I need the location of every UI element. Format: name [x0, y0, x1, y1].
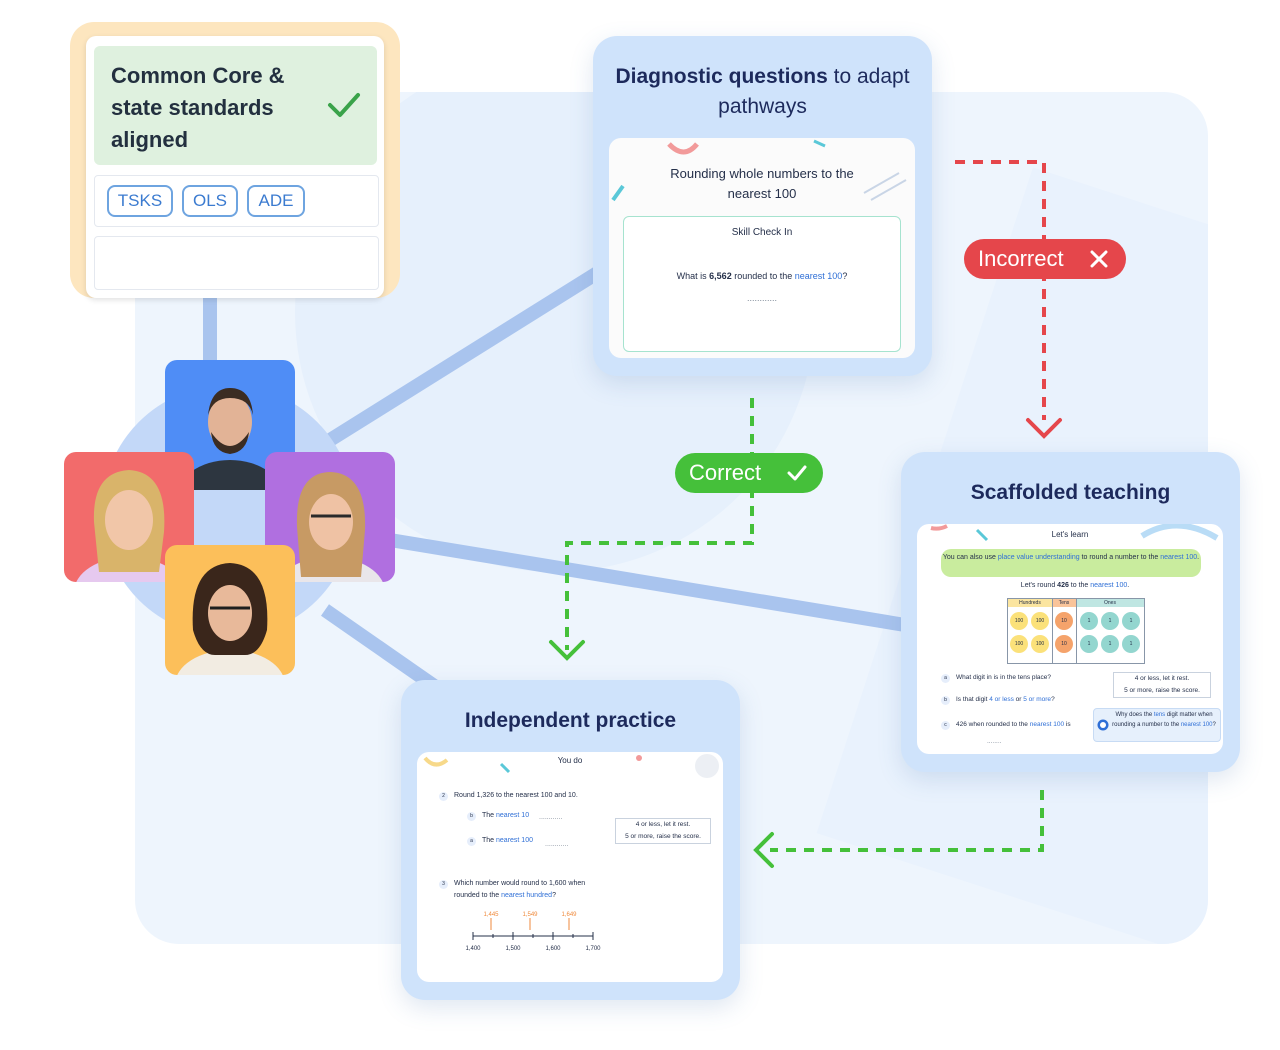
marker-label: 1,649 — [561, 912, 577, 918]
learn-banner: You can also use place value understandi… — [941, 549, 1201, 577]
check-icon — [328, 93, 360, 117]
standards-banner: Common Core & state standards aligned — [94, 46, 377, 165]
tag-ols[interactable]: OLS — [182, 185, 238, 217]
person-icon — [176, 388, 284, 490]
question-2b-blank[interactable]: ............ — [539, 814, 563, 821]
question-2a-blank[interactable]: ............ — [545, 841, 569, 848]
standards-sheet: Common Core & state standards aligned TS… — [86, 36, 384, 298]
standards-tag-row: TSKS OLS ADE — [94, 175, 379, 227]
counter-one: 1 — [1122, 635, 1140, 653]
marker-label: 1,445 — [483, 912, 499, 918]
correct-path — [565, 398, 754, 650]
tick-label: 1,600 — [545, 946, 561, 952]
diagnostic-title-bold: Diagnostic questions — [615, 65, 828, 88]
scaffolded-title: Scaffolded teaching — [970, 481, 1171, 504]
you-do-heading: You do — [557, 756, 583, 765]
check-icon — [787, 465, 807, 481]
connector-line-diagnostic — [326, 259, 614, 446]
incorrect-path — [955, 160, 1046, 420]
tag-ade[interactable]: ADE — [247, 185, 305, 217]
diagnostic-title-rest: to adapt pathways — [718, 65, 910, 118]
counter-one: 1 — [1122, 612, 1140, 630]
counter-hundred: 100 — [1031, 612, 1049, 630]
rounding-rule-box: 4 or less, let it rest. 5 or more, raise… — [1113, 672, 1211, 698]
divider — [1076, 599, 1077, 663]
number-line: 1,445 1,549 1,649 1,400 1,500 1,600 1,70… — [465, 912, 601, 952]
standards-card: Common Core & state standards aligned TS… — [70, 22, 400, 298]
connector-line-scaffolded — [388, 533, 907, 632]
counter-one: 1 — [1101, 635, 1119, 653]
diagnostic-title: Diagnostic questions to adapt pathways — [593, 62, 932, 122]
thinking-icon — [1097, 719, 1109, 731]
person-icon — [277, 472, 383, 582]
confetti-decoration — [611, 139, 907, 202]
why-prompt: Why does the tens digit matter when roun… — [1093, 708, 1221, 742]
tick-label: 1,500 — [505, 946, 521, 952]
skill-check-title: Skill Check In — [731, 227, 793, 238]
tick-label: 1,400 — [465, 946, 481, 952]
tick-label: 1,700 — [585, 946, 601, 952]
standards-title: Common Core & state standards aligned — [111, 63, 285, 152]
incorrect-arrowhead — [1026, 418, 1062, 439]
person-icon — [76, 470, 182, 582]
counter-hundred: 100 — [1010, 635, 1028, 653]
counter-one: 1 — [1101, 612, 1119, 630]
why-text: Why does the tens digit matter when roun… — [1112, 712, 1216, 728]
diagnostic-question: What is 6,562 rounded to the nearest 100… — [676, 271, 848, 281]
correct-badge: Correct — [675, 453, 823, 493]
tag-tsks[interactable]: TSKS — [107, 185, 173, 217]
lets-learn-heading: Let's learn — [1051, 530, 1089, 539]
counter-hundred: 100 — [1010, 612, 1028, 630]
return-path — [770, 790, 1044, 852]
connector-line-independent — [321, 604, 444, 696]
header-ones: Ones — [1076, 599, 1144, 607]
divider — [1052, 599, 1053, 663]
header-tens: Tens — [1052, 599, 1076, 607]
rounding-rule-box: 4 or less, let it rest. 5 or more, raise… — [615, 818, 711, 844]
incorrect-label: Incorrect — [978, 246, 1064, 271]
diagnostic-preview: Rounding whole numbers to the nearest 10… — [609, 138, 915, 358]
confetti-decoration — [930, 524, 1219, 542]
person-icon — [177, 563, 283, 675]
confetti-decoration — [423, 754, 719, 778]
diagnostic-card: Diagnostic questions to adapt pathways R… — [593, 36, 932, 376]
avatar-teacher-orange — [165, 545, 295, 675]
counter-ten: 10 — [1055, 635, 1073, 653]
return-arrowhead — [753, 832, 774, 868]
incorrect-badge: Incorrect — [964, 239, 1126, 279]
question-c-blank[interactable]: ........ — [987, 738, 1002, 745]
counter-ten: 10 — [1055, 612, 1073, 630]
correct-arrowhead — [549, 640, 585, 661]
correct-label: Correct — [689, 460, 762, 485]
skill-check-box: Skill Check In What is 6,562 rounded to … — [623, 216, 901, 352]
diagnostic-heading: Rounding whole numbers to the nearest 10… — [670, 166, 854, 201]
counter-one: 1 — [1080, 612, 1098, 630]
marker-label: 1,549 — [522, 912, 538, 918]
counter-hundred: 100 — [1031, 635, 1049, 653]
independent-title: Independent practice — [464, 709, 677, 732]
scaffolded-preview: Let's learn You can also use place value… — [917, 524, 1223, 754]
answer-blank[interactable]: ............ — [746, 293, 777, 303]
place-value-table: Hundreds Tens Ones 100 100 100 100 10 10… — [1007, 598, 1145, 664]
round-instruction: Let's round 426 to the nearest 100. — [1020, 582, 1130, 589]
standards-empty-row — [94, 236, 379, 290]
counter-one: 1 — [1080, 635, 1098, 653]
header-hundreds: Hundreds — [1008, 599, 1052, 607]
scaffolded-card: Scaffolded teaching Let's learn You can … — [901, 452, 1240, 772]
close-icon — [1090, 250, 1108, 268]
